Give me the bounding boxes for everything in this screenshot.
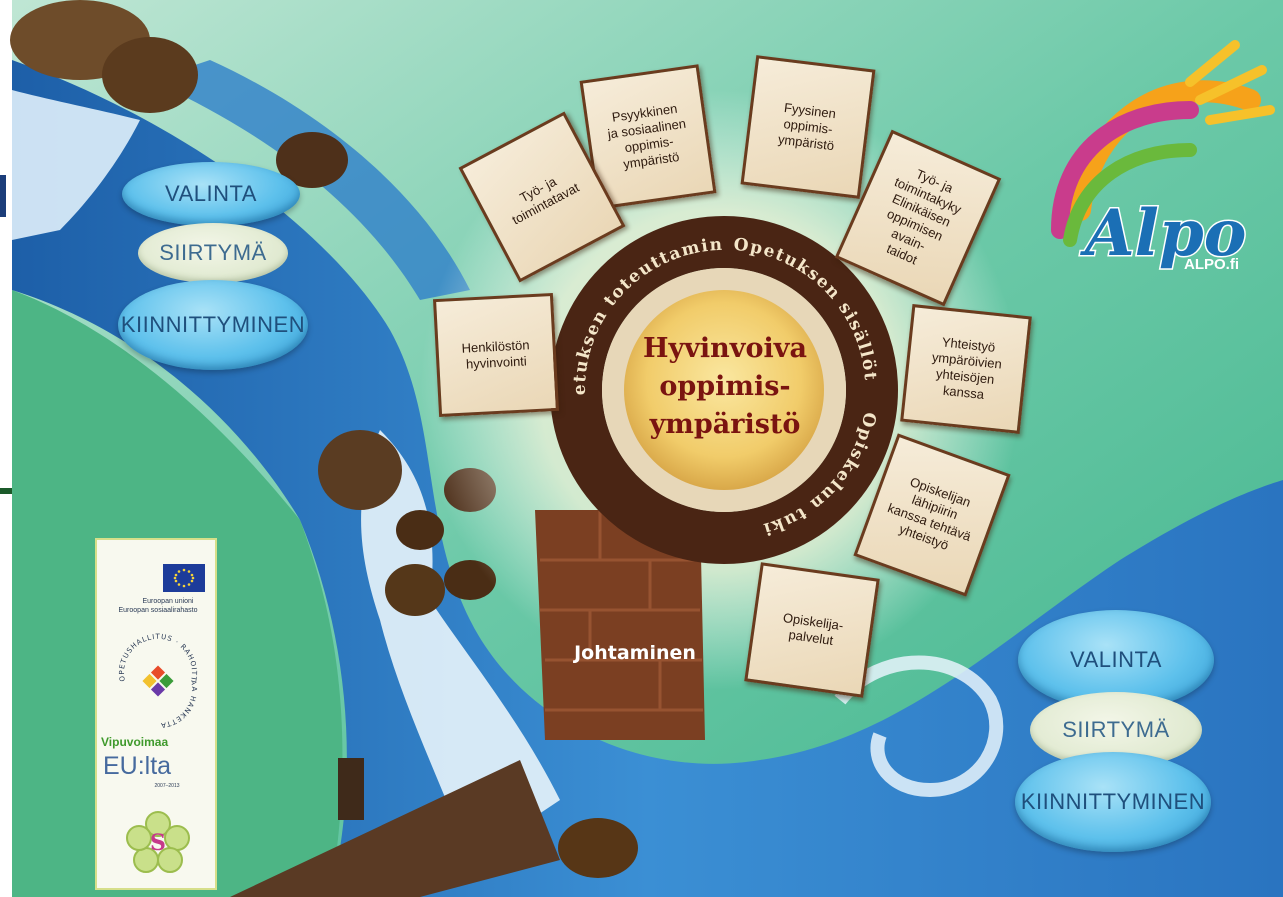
eu-line-2: Euroopan sosiaalirahasto xyxy=(118,607,198,614)
rock xyxy=(558,818,638,878)
left-edge-mark-bottom xyxy=(0,488,12,494)
left-kiinnittyminen: KIINNITTYMINEN xyxy=(118,280,308,370)
brick-lines xyxy=(540,510,703,712)
card-henkiloston: Henkilöstön hyvinvointi xyxy=(432,292,560,418)
oph-seal-icon: OPETUSHALLITUS · RAHOITTAA HANKETTA xyxy=(118,633,198,729)
left-margin xyxy=(0,0,12,897)
rock xyxy=(385,564,445,616)
alpo-site-label: ALPO.fi xyxy=(1184,256,1239,273)
right-kiinnittyminen: KIINNITTYMINEN xyxy=(1015,752,1211,852)
alpo-logo-text: Alpo xyxy=(1080,196,1246,271)
brush-ring xyxy=(550,216,898,564)
wave-swirl xyxy=(834,655,1004,798)
eu-funding-panel: Euroopan unioni Euroopan sosiaalirahasto… xyxy=(95,538,217,890)
leadership-label: Johtaminen xyxy=(574,642,696,664)
center-title: Hyvinvoiva oppimis- ympäristö xyxy=(643,333,807,440)
card-fyysinen: Fyysinen oppimis- ympäristö xyxy=(740,55,876,199)
rock xyxy=(318,430,402,510)
alpo-logo-sun xyxy=(1051,40,1275,247)
river xyxy=(12,60,1283,897)
eu-line-1: Euroopan unioni xyxy=(142,598,194,605)
esr-flower-icon: S xyxy=(126,811,190,873)
eu-stars xyxy=(173,568,195,588)
foam-top-left xyxy=(12,90,140,240)
center-circle xyxy=(624,290,824,490)
eulta-label: EU:lta xyxy=(103,752,172,780)
vipuvoimaa-label: Vipuvoimaa xyxy=(101,735,169,749)
left-siirtyma: SIIRTYMÄ xyxy=(138,223,288,283)
rock xyxy=(396,510,444,550)
post xyxy=(338,758,364,820)
eu-flag-icon xyxy=(163,564,205,592)
card-opiskelijapalvelut: Opiskelija- palvelut xyxy=(744,562,880,698)
card-yhteistyo: Yhteistyö ympäröivien yhteisöjen kanssa xyxy=(900,304,1032,434)
river-upper xyxy=(150,60,470,300)
rock xyxy=(102,37,198,113)
svg-text:S: S xyxy=(150,830,166,856)
eulta-years: 2007–2013 xyxy=(154,783,180,789)
left-edge-mark-top xyxy=(0,175,6,217)
rock xyxy=(276,132,348,188)
svg-text:OPETUSHALLITUS · RAHOITTAA HAN: OPETUSHALLITUS · RAHOITTAA HANKETTA xyxy=(118,633,198,729)
right-siirtyma: SIIRTYMÄ xyxy=(1030,692,1202,768)
leadership-pillar xyxy=(535,510,705,740)
log xyxy=(230,760,560,897)
left-valinta: VALINTA xyxy=(122,162,300,226)
